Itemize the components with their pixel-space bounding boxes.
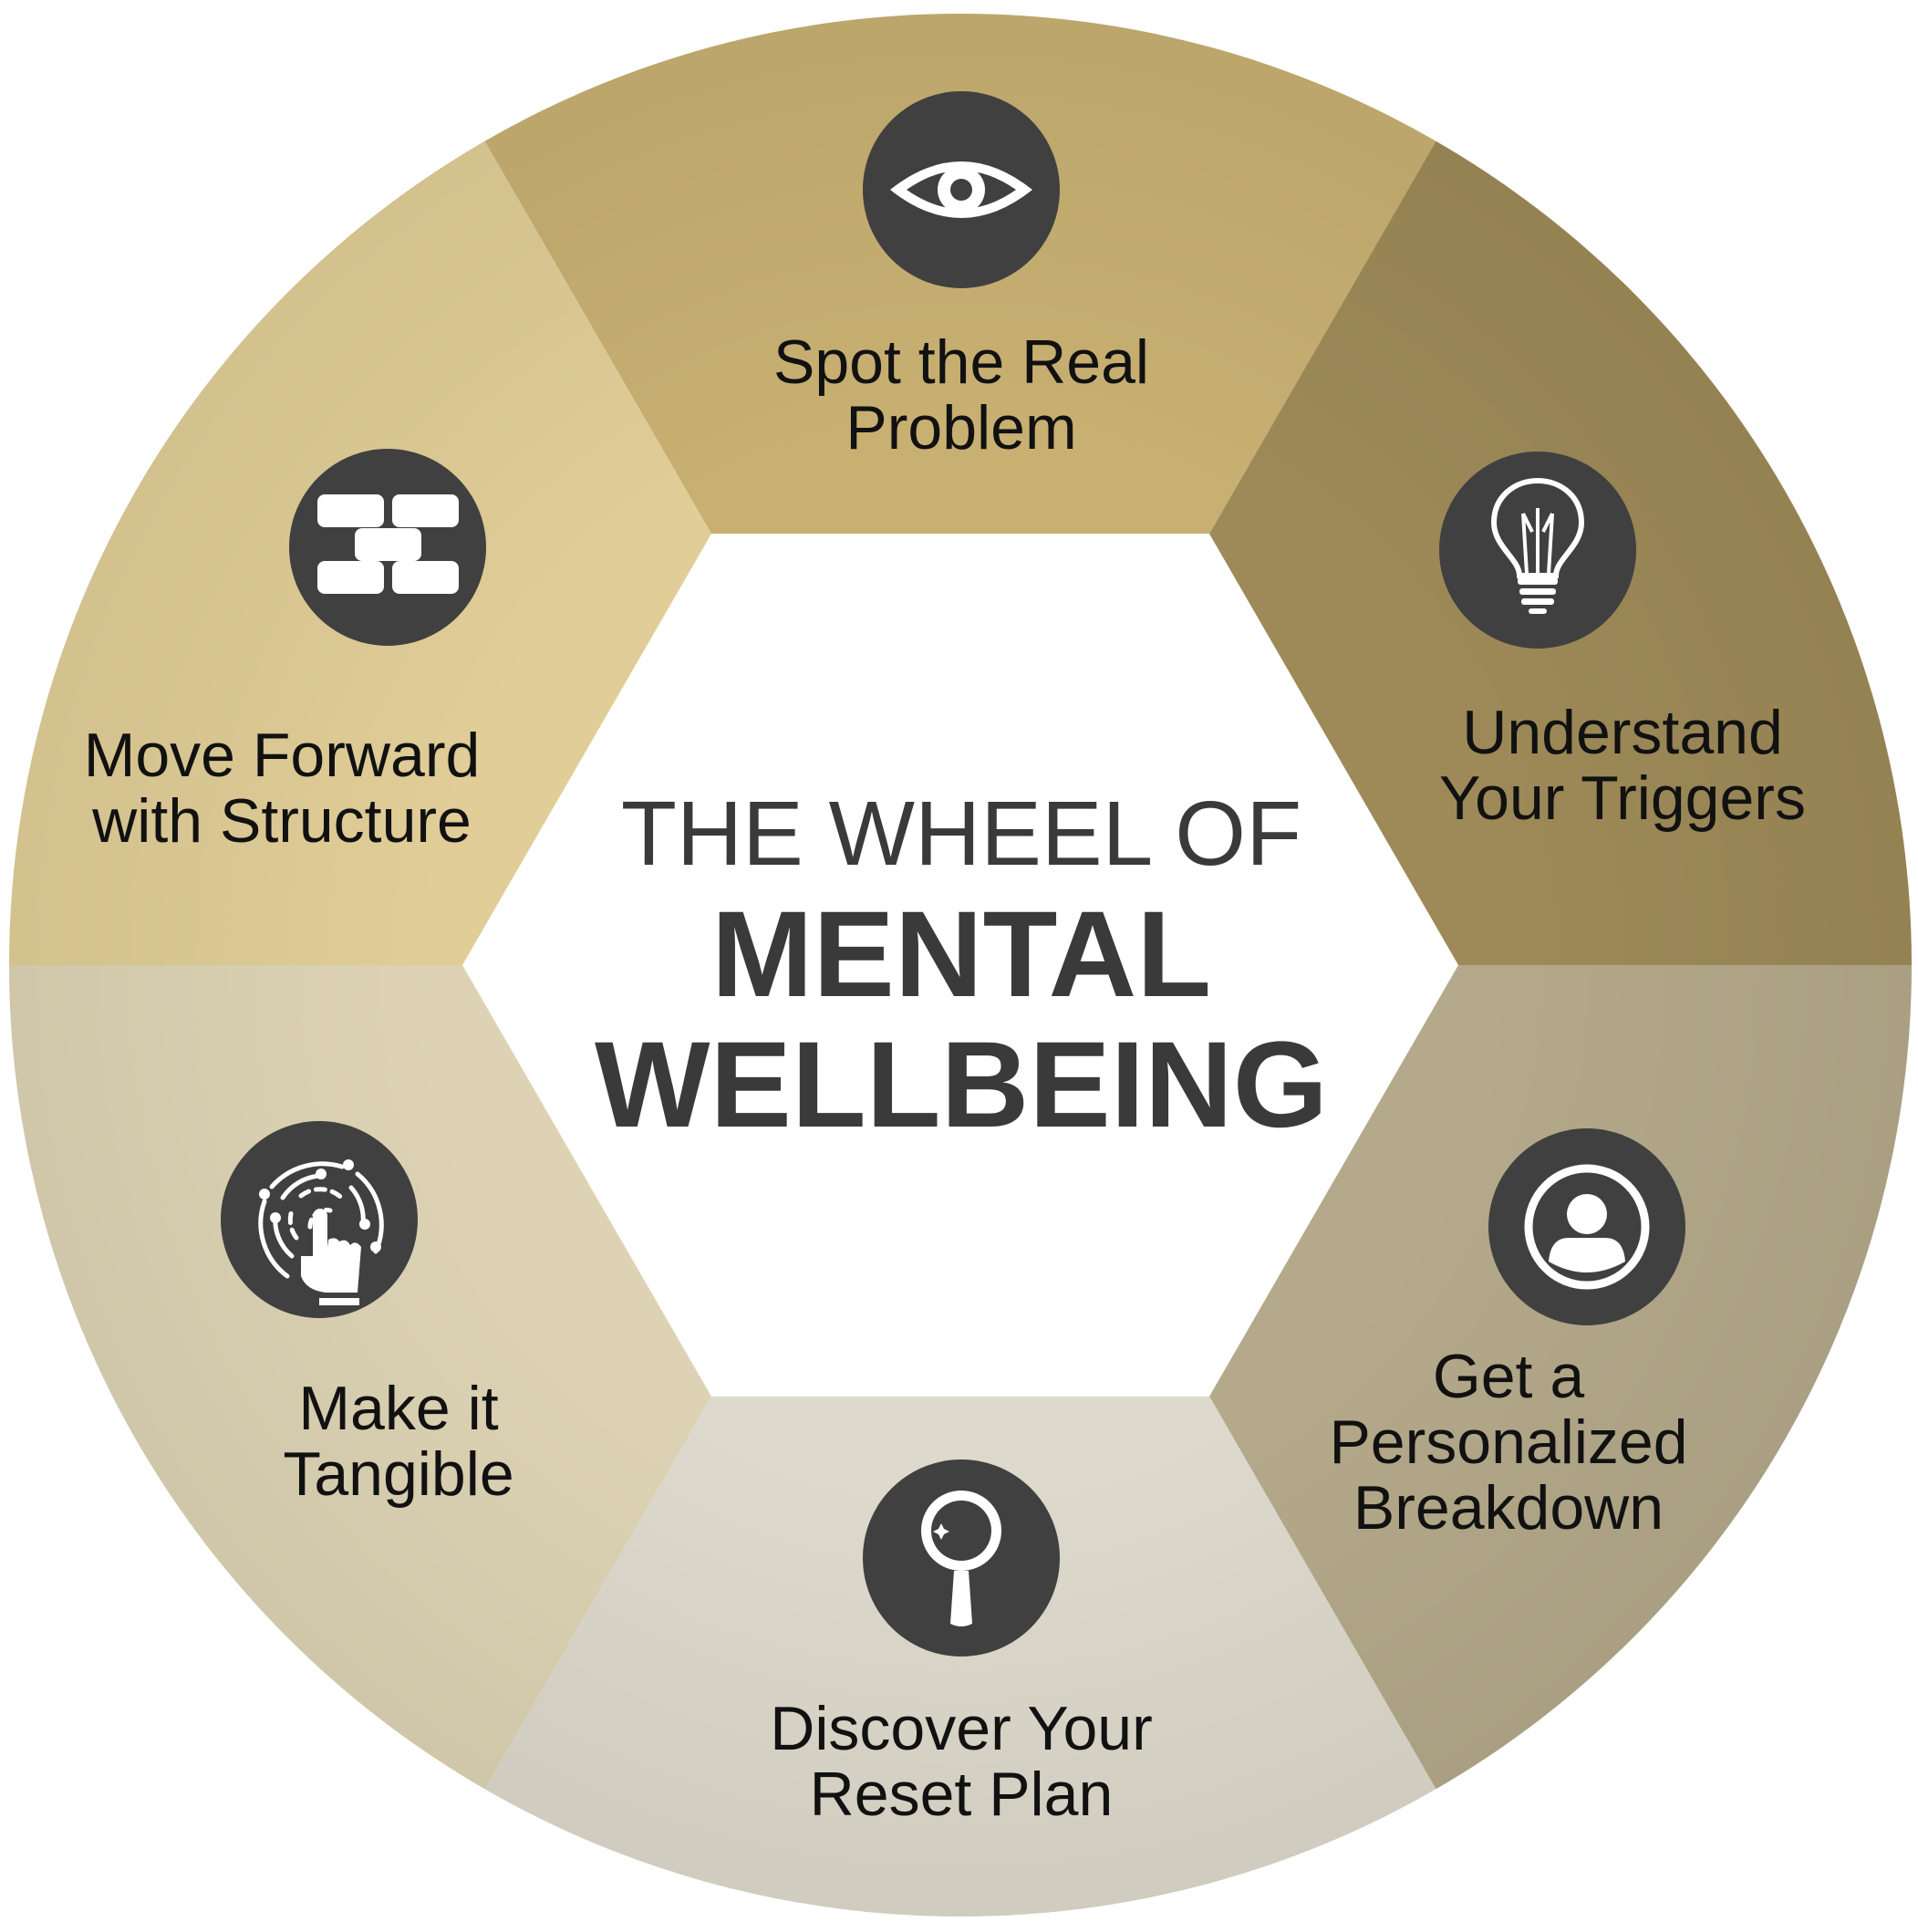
segment-label-line: Get a [1433,1342,1584,1411]
lightbulb-icon [1439,452,1636,649]
segment-label-line: Discover Your [770,1694,1153,1763]
bricks-icon [289,449,486,646]
title-line-1: THE WHEEL OF [621,783,1301,885]
segment-make-it-tangible: Make it Tangible [221,1121,514,1509]
eye-icon [863,91,1060,288]
segment-label-line: Reset Plan [810,1760,1114,1829]
center-hexagon [462,534,1458,1397]
segment-move-forward-with-structure: Move Forward with Structure [84,449,486,856]
title-line-3: WELLBEING [595,1017,1328,1153]
segment-discover-reset-plan: Discover Your Reset Plan [770,1459,1153,1829]
touch-hand-icon [221,1121,418,1318]
segment-spot-the-real-problem: Spot the Real Problem [773,91,1149,462]
segment-label-line: Breakdown [1353,1473,1664,1542]
segment-understand-your-triggers: Understand Your Triggers [1439,452,1806,833]
segment-label-line: Move Forward [84,721,481,790]
segment-label-line: Problem [845,393,1076,462]
magnifier-icon [863,1459,1060,1657]
segment-label-line: with Structure [91,786,472,856]
segment-label-line: Spot the Real [773,327,1149,397]
title-line-2: MENTAL [711,887,1211,1023]
user-profile-icon [1488,1128,1685,1325]
segment-label-line: Make it [298,1374,498,1443]
segment-label-line: Your Triggers [1439,763,1806,833]
segment-label-line: Tangible [283,1439,513,1509]
segment-label-line: Understand [1462,698,1783,767]
segment-personalized-breakdown: Get a Personalized Breakdown [1329,1128,1688,1542]
segment-label-line: Personalized [1329,1407,1687,1477]
